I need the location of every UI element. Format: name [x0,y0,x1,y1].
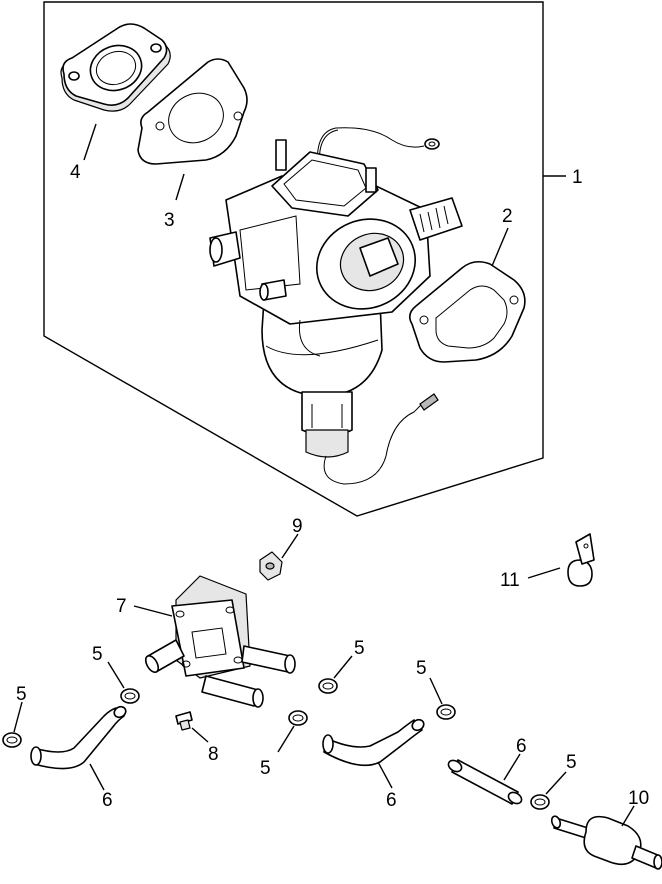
clamp-part-5-e [436,704,456,720]
clamp-part-5-d [288,710,308,726]
callout-9: 9 [292,516,303,537]
clamp-part-5-a [2,732,22,748]
assembly-kit-box [43,1,544,517]
leader-5a [13,701,23,733]
screw-part-8 [175,711,193,731]
fuel-pump-part-7 [144,575,296,708]
leader-5b [107,661,125,689]
callout-5a: 5 [16,684,27,705]
leader-6c [503,753,521,781]
nut-part-9 [259,551,283,581]
leader-10 [621,805,635,827]
clamp-part-5-c [318,678,338,694]
callout-8: 8 [208,744,219,765]
callout-10: 10 [628,788,649,809]
callout-5e: 5 [416,658,427,679]
leader-5f [545,771,567,795]
callout-3: 3 [164,210,175,231]
callout-1: 1 [572,167,583,188]
leader-6a [89,763,105,791]
carburetor-assembly [209,127,463,485]
hose-part-6-a [30,705,127,770]
callout-11: 11 [500,570,520,591]
callout-5d: 5 [260,758,271,779]
leader-8 [191,727,209,743]
clamp-part-5-f [530,794,550,810]
callout-6a: 6 [102,790,113,811]
callout-4: 4 [70,162,81,183]
hose-part-6-b [322,718,425,767]
gasket-part-2 [408,260,526,363]
callout-6b: 6 [386,790,397,811]
leader-6b [377,761,393,789]
leader-9 [281,533,299,559]
hose-part-6-c [447,759,523,805]
leader-5d [277,725,295,753]
leader-2 [491,227,509,267]
callout-7: 7 [116,596,127,617]
callout-6c: 6 [516,736,527,757]
callout-5c: 5 [354,638,365,659]
leader-7 [133,605,173,617]
gasket-spacer-part-4 [60,23,171,112]
clip-part-11 [567,533,595,587]
leader-5c [333,655,353,679]
callout-5b: 5 [92,644,103,665]
leader-5e [429,677,443,705]
callout-5f: 5 [566,752,577,773]
clamp-part-5-b [120,688,140,704]
fuel-filter-part-10 [550,815,662,870]
gasket-part-3 [137,58,248,165]
callout-2: 2 [502,206,513,227]
leader-4 [83,123,97,161]
leader-3 [175,173,185,201]
leader-11 [527,567,561,579]
